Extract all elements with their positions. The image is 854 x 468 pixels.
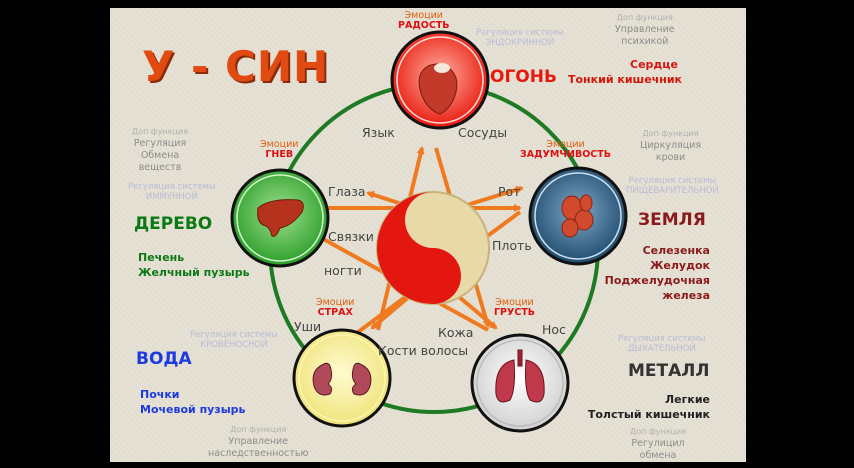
fire-name: ОГОНЬ xyxy=(490,67,557,87)
kidneys-icon xyxy=(312,362,372,396)
label-ears: Уши xyxy=(294,319,322,334)
label-skin: Кожа xyxy=(438,325,474,340)
earth-name: ЗЕМЛЯ xyxy=(638,210,706,230)
metal-name: МЕТАЛЛ xyxy=(628,361,710,381)
wood-name: ДЕРЕВО xyxy=(134,214,213,234)
wu-xing-diagram xyxy=(230,30,628,433)
fire-organ-intestine: Тонкий кишечник xyxy=(568,73,683,86)
label-mouth: Рот xyxy=(498,184,521,199)
label-eyes: Глаза xyxy=(328,184,366,199)
label-nails: ногти xyxy=(324,263,362,278)
label-vessels: Сосуды xyxy=(458,125,508,140)
liver-icon xyxy=(257,199,304,237)
fire-circle xyxy=(390,30,490,130)
label-bones-hair: Кости волосы xyxy=(378,343,469,358)
wood-circle xyxy=(230,168,330,268)
yin-yang-symbol xyxy=(376,191,490,305)
lungs-icon xyxy=(495,349,545,403)
fire-organ-heart: Сердце xyxy=(630,58,678,71)
slide-title: У - СИН xyxy=(142,42,330,91)
water-circle xyxy=(292,328,392,428)
stomach-spleen-icon xyxy=(561,194,594,238)
metal-circle xyxy=(470,333,570,433)
label-tongue: Язык xyxy=(362,125,395,140)
label-nose: Нос xyxy=(542,322,566,337)
water-name: ВОДА xyxy=(136,349,192,369)
label-flesh: Плоть xyxy=(492,238,532,253)
label-ligaments: Связки xyxy=(328,229,374,244)
earth-circle xyxy=(528,166,628,266)
